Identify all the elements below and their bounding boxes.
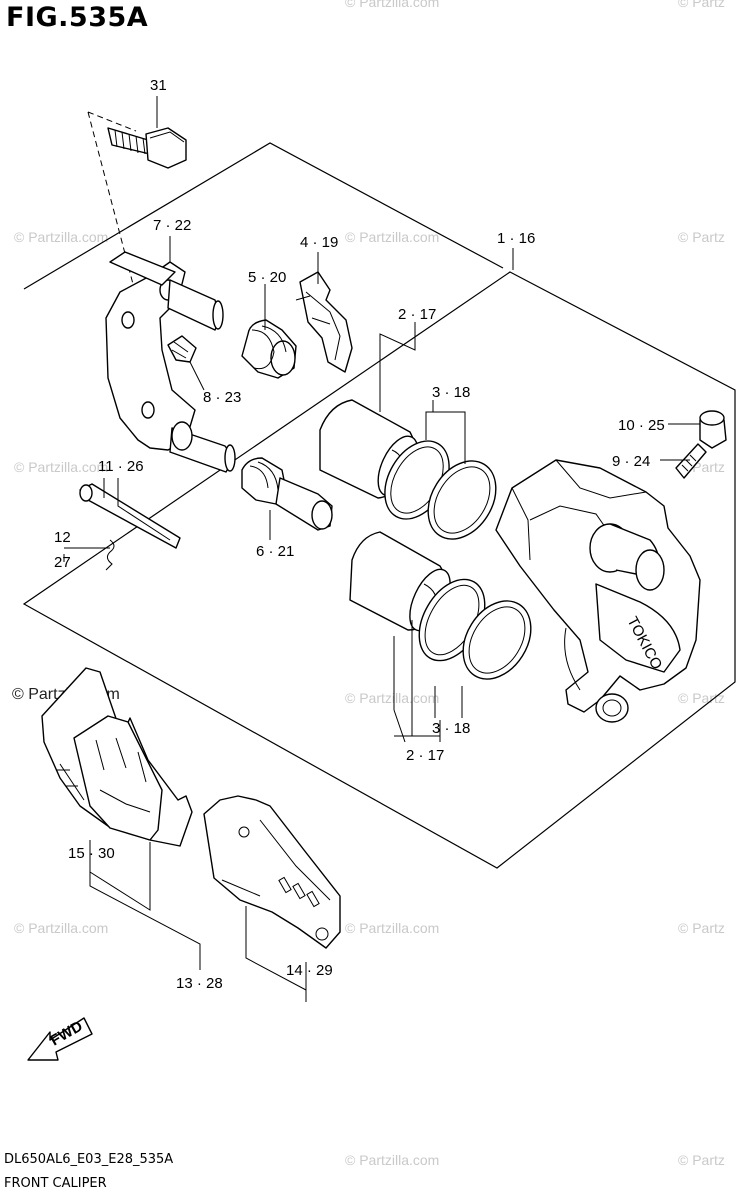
watermark: © Partzilla.com (14, 920, 109, 936)
brake-pad-inner-part (73, 715, 163, 841)
watermark: © Partzilla.com (345, 920, 440, 936)
mounting-bolt-part (107, 127, 187, 169)
callout-1-16: 1 · 16 (497, 230, 535, 247)
forward-arrow-icon: FWD (27, 1017, 93, 1061)
caliper-body-part: TOKICO (495, 410, 727, 723)
callout-10-25: 10 · 25 (618, 417, 665, 434)
watermark: © Partz (678, 229, 725, 245)
figure-title: FIG.535A (6, 2, 149, 33)
bolt-leader-dashed (87, 111, 146, 331)
callout-14-29: 14 · 29 (286, 962, 333, 979)
callout-7-22: 7 · 22 (153, 217, 191, 234)
watermark: © Partzilla.com (345, 229, 440, 245)
watermark: © Partz (678, 1152, 725, 1168)
pin-boot-part (241, 319, 297, 379)
callout-8-23: 8 · 23 (203, 389, 241, 406)
callout-5-20: 5 · 20 (248, 269, 286, 286)
watermark: © Partzilla.com (345, 0, 440, 10)
callout-3-18-bottom: 3 · 18 (432, 720, 470, 737)
lower-dust-seal-part (462, 600, 532, 680)
callout-12: 12 (54, 529, 71, 546)
callout-27: 27 (54, 554, 71, 571)
assembly-boundary (22, 142, 736, 869)
pad-pin-part (79, 483, 181, 549)
watermark: © Partzilla.com (345, 1152, 440, 1168)
pad-shim-part (203, 795, 341, 949)
callout-11-26: 11 · 26 (98, 458, 144, 475)
watermark: © Partzilla.com (14, 229, 109, 245)
callout-2-17-bottom: 2 · 17 (406, 747, 444, 764)
callout-15-30: 15 · 30 (68, 845, 115, 862)
figure-caption: FRONT CALIPER (4, 1176, 107, 1191)
leader-lines (63, 96, 700, 1002)
watermark: © Partzilla.com (14, 459, 109, 475)
clip-wire-part (105, 539, 115, 571)
watermark: © Partz (678, 690, 725, 706)
callout-3-18-top: 3 · 18 (432, 384, 470, 401)
callout-13-28: 13 · 28 (176, 975, 223, 992)
watermark: © Partz (678, 920, 725, 936)
watermark: © Partzilla.com (345, 690, 440, 706)
slide-pin-part (241, 457, 333, 531)
caliper-bracket-part (105, 251, 236, 473)
callout-2-17-top: 2 · 17 (398, 306, 436, 323)
model-code: DL650AL6_E03_E28_535A (4, 1152, 174, 1167)
pad-spring-part (295, 271, 353, 373)
watermark: © Partz (678, 0, 725, 10)
clip-part (167, 335, 197, 363)
callout-9-24: 9 · 24 (612, 453, 650, 470)
callout-4-19: 4 · 19 (300, 234, 338, 251)
callout-6-21: 6 · 21 (256, 543, 294, 560)
upper-dust-seal-part (427, 460, 497, 540)
callout-31: 31 (150, 77, 167, 94)
